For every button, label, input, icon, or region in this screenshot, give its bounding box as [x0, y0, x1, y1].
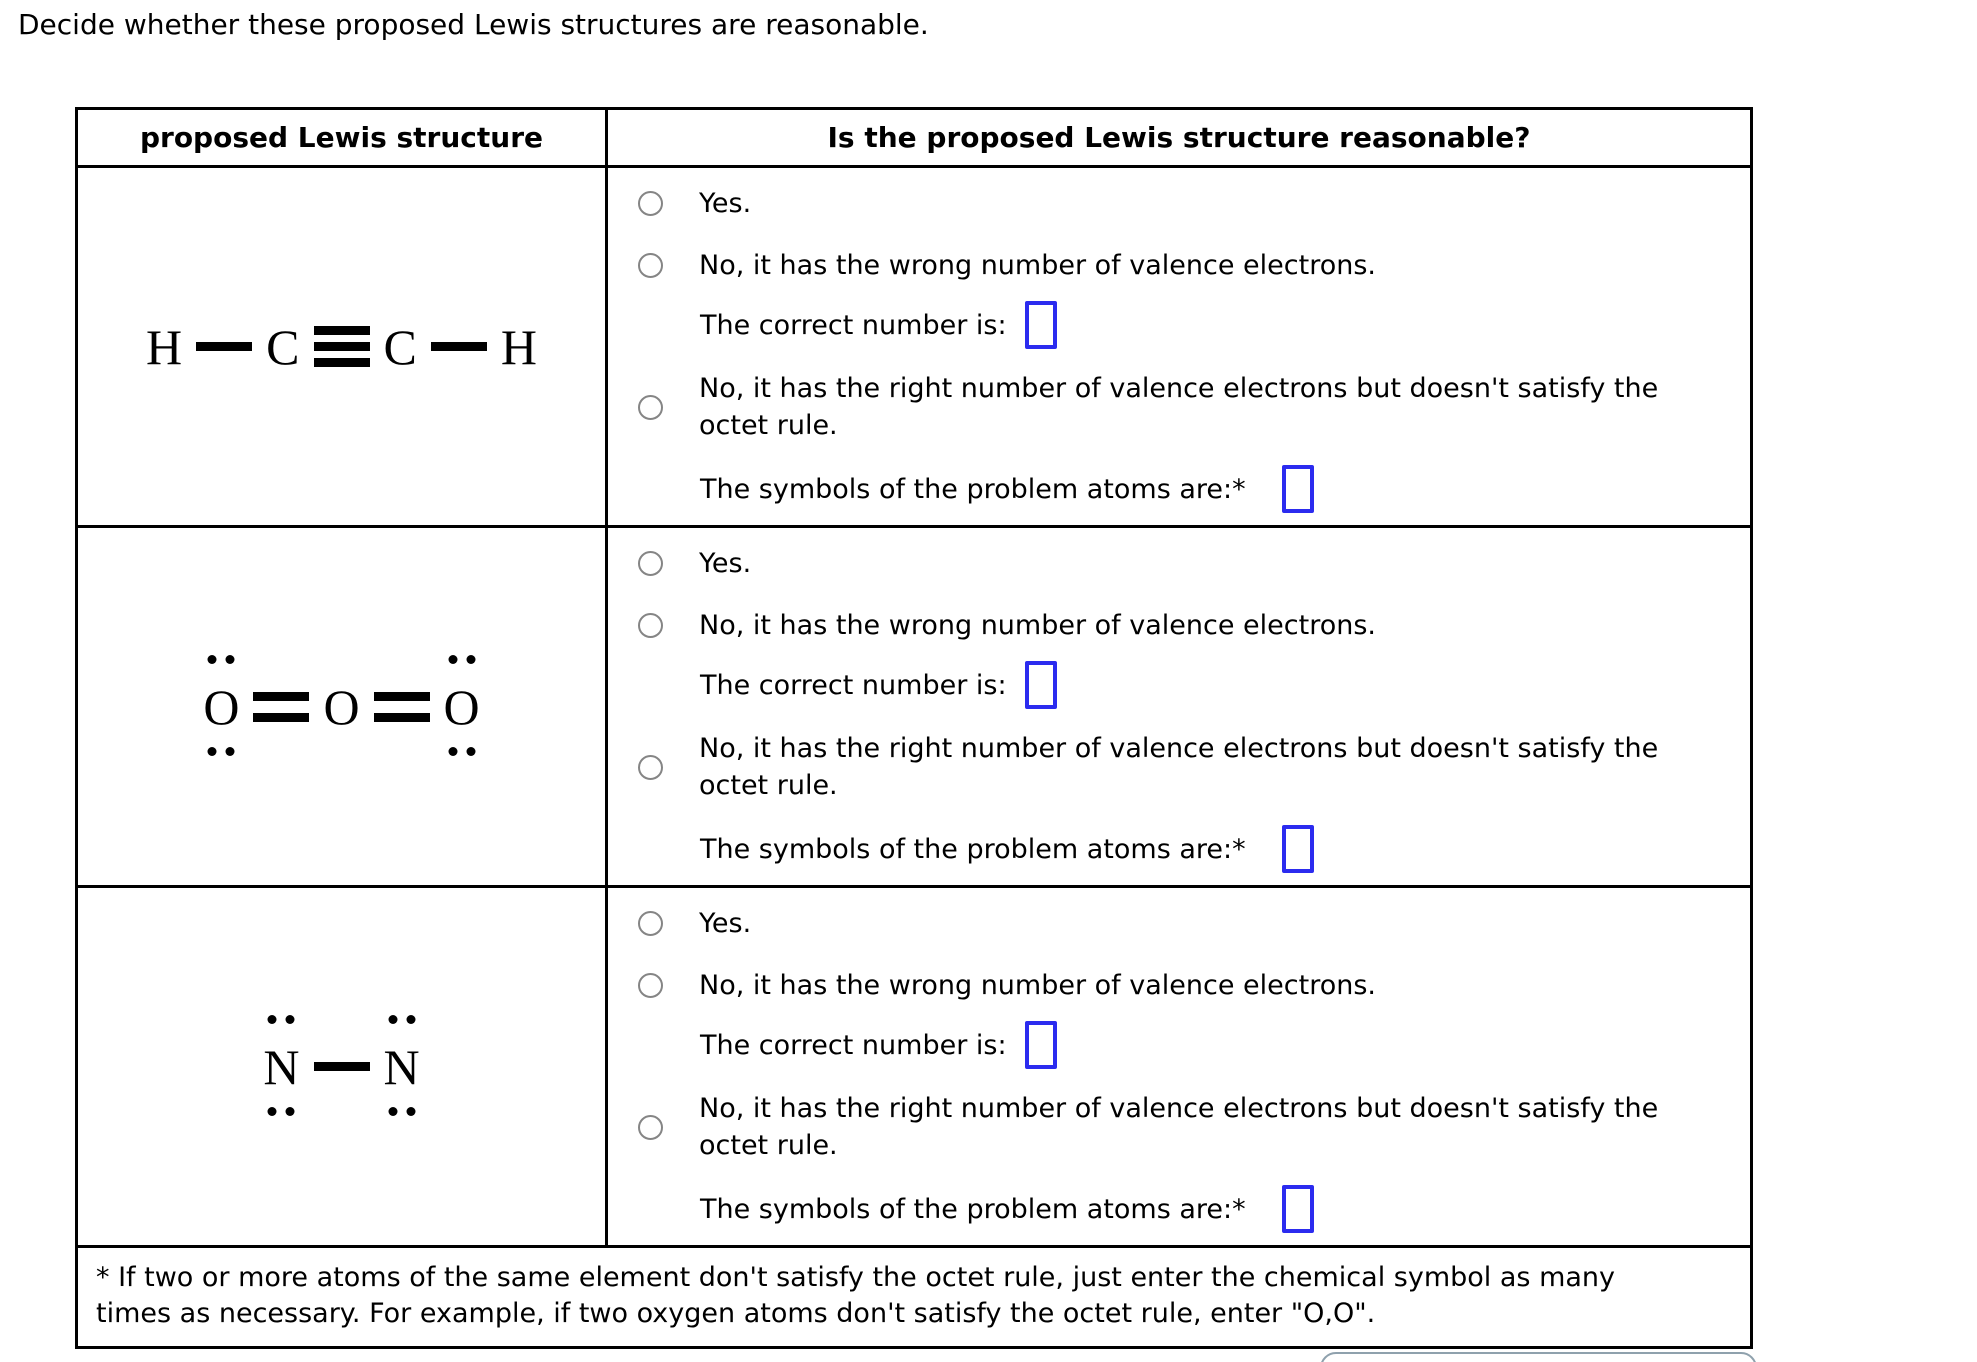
problem-atoms-prompt: The symbols of the problem atoms are:* — [700, 473, 1246, 505]
atom: O — [323, 682, 359, 732]
option-label-wrong-valence: No, it has the wrong number of valence e… — [699, 609, 1376, 641]
lone-pair — [448, 746, 476, 756]
structure-cell-nn: N N — [75, 885, 608, 1248]
radio-yes[interactable] — [638, 190, 663, 216]
atom: N — [383, 1014, 420, 1116]
lone-pair — [207, 654, 235, 664]
table-row: H C C H Yes. No, it has the wrong number… — [75, 165, 1753, 528]
atom-symbol: H — [146, 318, 183, 375]
answer-cell-row1: Yes. No, it has the wrong number of vale… — [605, 165, 1753, 528]
header-row: proposed Lewis structure Is the proposed… — [75, 107, 1753, 168]
footnote-line-1: * If two or more atoms of the same eleme… — [96, 1262, 1616, 1293]
lewis-structure-nn: N N — [78, 1014, 605, 1116]
atom-symbol: C — [383, 318, 417, 375]
atom-symbol: H — [500, 318, 537, 375]
table-row: N N Yes. No, it has the wrong number of … — [75, 885, 1753, 1248]
option-label-octet-fail: No, it has the right number of valence e… — [699, 733, 1659, 801]
correct-number-prompt: The correct number is: — [700, 309, 1007, 341]
single-bond-icon — [430, 342, 487, 351]
double-bond-icon — [373, 691, 430, 722]
problem-atoms-input[interactable] — [1281, 465, 1314, 513]
correct-number-input[interactable] — [1024, 1021, 1057, 1069]
radio-yes[interactable] — [638, 910, 663, 936]
atom-symbol: O — [203, 678, 240, 735]
atom: O — [203, 654, 240, 756]
atom: C — [384, 322, 417, 372]
atom-symbol: N — [263, 1038, 300, 1095]
radio-octet-fail[interactable] — [638, 394, 663, 420]
table-row: O O O Yes. No, it has the wrong — [75, 525, 1753, 888]
atom-symbol: C — [266, 318, 300, 375]
atom: H — [146, 322, 182, 372]
option-label-wrong-valence: No, it has the wrong number of valence e… — [699, 249, 1376, 281]
option-label-yes: Yes. — [699, 907, 752, 939]
atom: O — [443, 654, 480, 756]
answer-cell-row2: Yes. No, it has the wrong number of vale… — [605, 525, 1753, 888]
atom-symbol: N — [383, 1038, 420, 1095]
structure-cell-hcch: H C C H — [75, 165, 608, 528]
lone-pair — [388, 1014, 416, 1024]
problem-atoms-prompt: The symbols of the problem atoms are:* — [700, 833, 1246, 865]
atom: N — [263, 1014, 300, 1116]
correct-number-input[interactable] — [1024, 661, 1057, 709]
lone-pair — [448, 654, 476, 664]
correct-number-prompt: The correct number is: — [700, 1029, 1007, 1061]
single-bond-icon — [196, 342, 253, 351]
double-bond-icon — [253, 691, 310, 722]
page-title: Decide whether these proposed Lewis stru… — [18, 8, 929, 41]
lone-pair — [207, 746, 235, 756]
problem-atoms-prompt: The symbols of the problem atoms are:* — [700, 1193, 1246, 1225]
correct-number-input[interactable] — [1024, 301, 1057, 349]
structure-column-header: proposed Lewis structure — [75, 107, 608, 168]
question-column-header: Is the proposed Lewis structure reasonab… — [605, 107, 1753, 168]
footnote-line-2: times as necessary. For example, if two … — [96, 1298, 1376, 1329]
option-label-yes: Yes. — [699, 547, 752, 579]
atom: H — [501, 322, 537, 372]
lewis-structure-ooo: O O O — [78, 654, 605, 756]
footnote-row: * If two or more atoms of the same eleme… — [75, 1245, 1753, 1349]
lone-pair — [267, 1106, 295, 1116]
lone-pair — [388, 1106, 416, 1116]
lone-pair — [267, 1014, 295, 1024]
option-label-wrong-valence: No, it has the wrong number of valence e… — [699, 969, 1376, 1001]
radio-octet-fail[interactable] — [638, 1114, 663, 1140]
radio-wrong-valence[interactable] — [638, 972, 663, 998]
atom: C — [266, 322, 299, 372]
answer-cell-row3: Yes. No, it has the wrong number of vale… — [605, 885, 1753, 1248]
problem-atoms-input[interactable] — [1281, 1185, 1314, 1233]
correct-number-prompt: The correct number is: — [700, 669, 1007, 701]
problem-atoms-input[interactable] — [1281, 825, 1314, 873]
triple-bond-icon — [313, 326, 370, 367]
radio-yes[interactable] — [638, 550, 663, 576]
lewis-structures-table: proposed Lewis structure Is the proposed… — [75, 107, 1753, 1349]
radio-octet-fail[interactable] — [638, 754, 663, 780]
radio-wrong-valence[interactable] — [638, 612, 663, 638]
option-label-octet-fail: No, it has the right number of valence e… — [699, 1093, 1659, 1161]
atom-symbol: O — [323, 678, 360, 735]
answer-toolbar — [1320, 1352, 1757, 1362]
single-bond-icon — [313, 1062, 370, 1071]
radio-wrong-valence[interactable] — [638, 252, 663, 278]
lewis-structure-hcch: H C C H — [78, 322, 605, 372]
structure-cell-ooo: O O O — [75, 525, 608, 888]
option-label-octet-fail: No, it has the right number of valence e… — [699, 373, 1659, 441]
option-label-yes: Yes. — [699, 187, 752, 219]
footnote-cell: * If two or more atoms of the same eleme… — [75, 1245, 1753, 1349]
atom-symbol: O — [443, 678, 480, 735]
